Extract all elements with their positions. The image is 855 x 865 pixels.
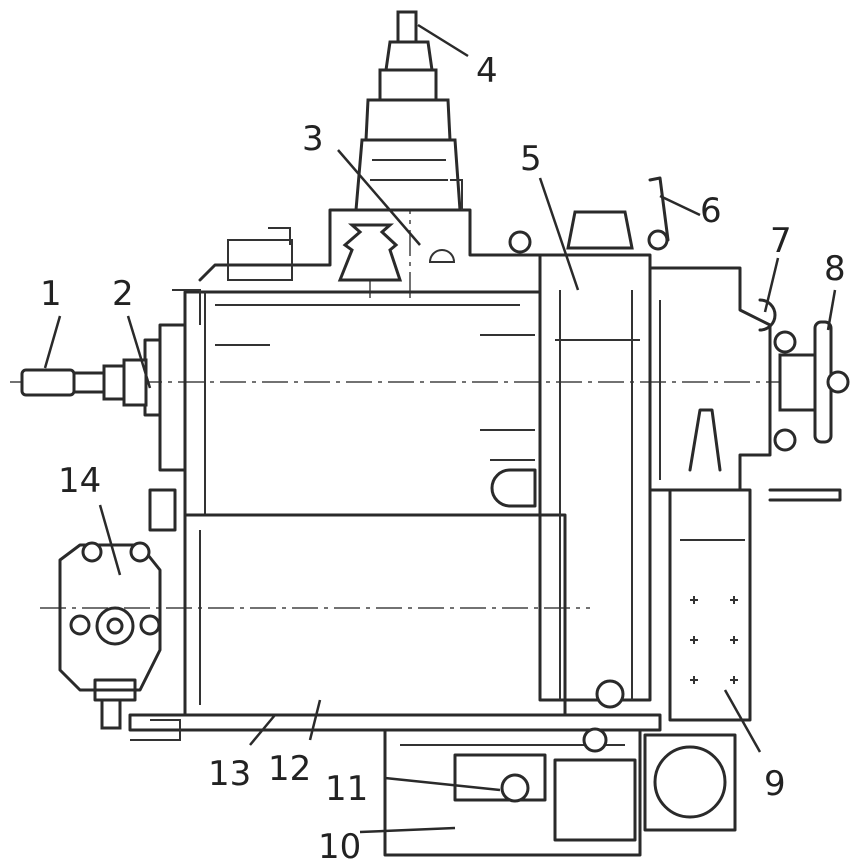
callout-10: 10 [318,827,361,865]
callout-8: 8 [824,249,846,289]
shift-tower [354,10,463,212]
selector-boot [337,223,456,282]
output-flange [778,320,850,444]
side-bracket [668,408,752,722]
callout-6: 6 [700,191,722,231]
middle-housing [508,176,670,702]
callout-2: 2 [112,274,134,314]
input-shaft [20,358,148,407]
callout-1: 1 [40,274,62,314]
lower-housing [128,513,662,741]
callout-14: 14 [58,461,101,501]
callout-5: 5 [520,139,542,179]
callout-4: 4 [476,51,498,91]
callout-3: 3 [302,119,324,159]
front-flange [143,289,201,472]
leader-lines [43,23,837,834]
callout-12: 12 [268,749,311,789]
callout-13: 13 [208,754,251,794]
callout-labels: 1 2 3 4 5 6 7 8 9 10 11 12 13 14 [40,51,846,865]
rear-housing [648,266,842,502]
callout-11: 11 [325,769,368,809]
aux-pump [58,488,177,730]
callout-9: 9 [764,764,786,804]
callout-7: 7 [770,221,792,261]
